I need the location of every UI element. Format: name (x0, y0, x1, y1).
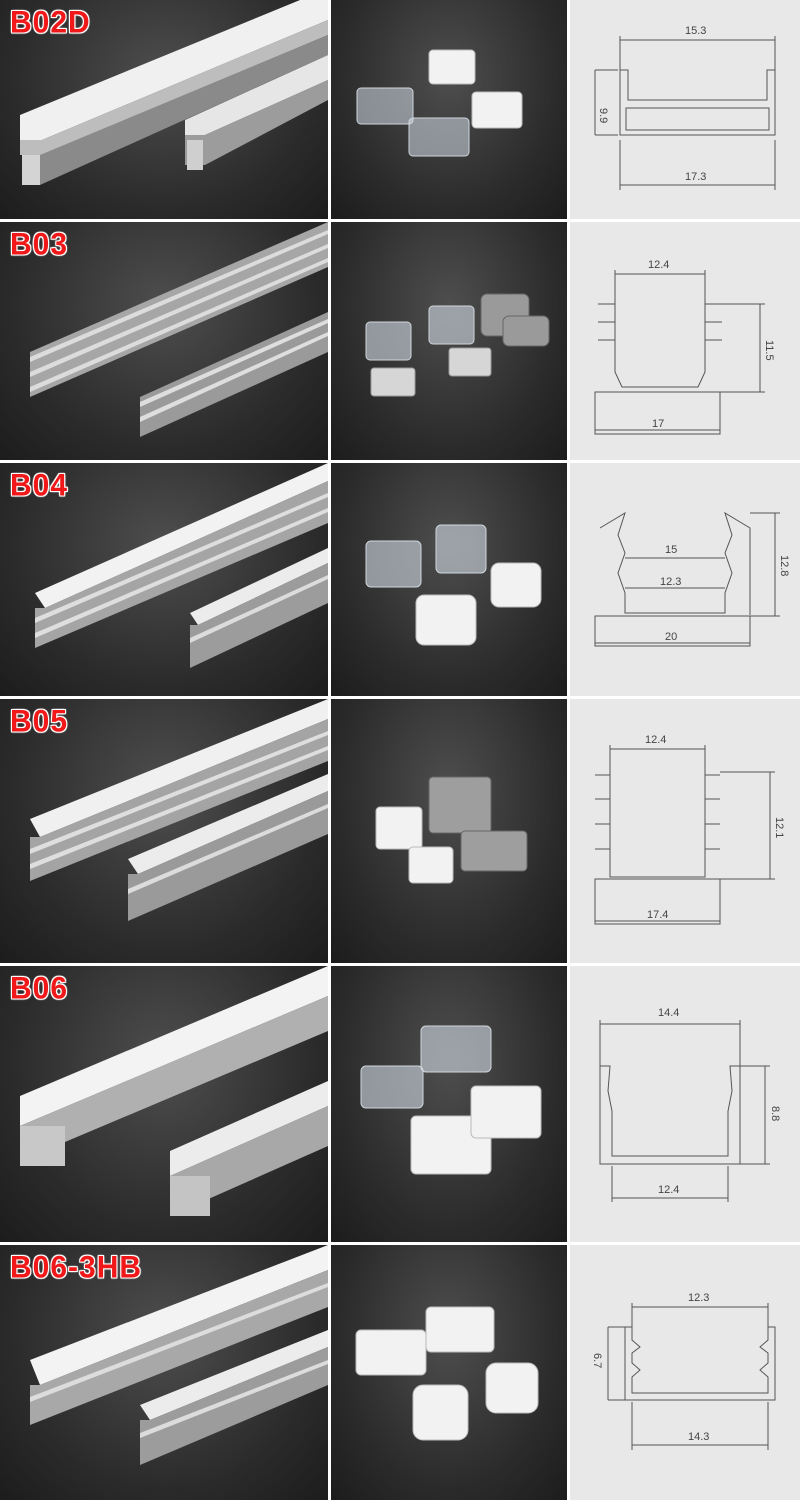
dim-height: 12.8 (778, 555, 790, 576)
cross-section-drawing: 12.4 12.1 17.4 (594, 734, 785, 925)
dim-top-width: 15 (665, 544, 677, 556)
mounting-clips-image (355, 1306, 539, 1441)
dim-outer-width: 17.3 (685, 171, 706, 183)
accessories-photo (331, 1245, 567, 1500)
accessories-photo (331, 222, 567, 460)
model-label: B04 (10, 468, 69, 503)
accessories-photo (331, 0, 567, 219)
cross-section-drawing: 12.3 6.7 14.3 (591, 1292, 776, 1450)
product-row-b02d: B02D (0, 0, 800, 219)
product-row-b03: B03 (0, 222, 800, 460)
model-label: B03 (10, 227, 69, 262)
aluminum-profile-image (20, 0, 328, 185)
cross-section-drawing: 15 12.3 12.8 20 (594, 511, 790, 647)
dim-inner-width: 12.4 (645, 734, 666, 746)
product-row-b06-3hb: B06-3HB (0, 1245, 800, 1500)
mounting-clips-image (360, 1025, 542, 1175)
profile-diagram: 15 12.3 12.8 20 (570, 463, 800, 696)
model-label: B06 (10, 971, 69, 1006)
model-label: B05 (10, 704, 69, 739)
mounting-clips-image (365, 524, 542, 646)
mounting-clips-image (356, 49, 523, 157)
profile-photo: B05 (0, 699, 328, 963)
dim-inner-width: 12.3 (688, 1292, 709, 1304)
dim-inner-width: 12.3 (660, 576, 681, 588)
dim-height: 9.9 (597, 108, 609, 123)
mounting-clips-image (365, 293, 550, 397)
dim-height: 6.7 (591, 1353, 603, 1368)
dim-height: 8.8 (769, 1106, 781, 1121)
dim-height: 11.5 (763, 340, 775, 361)
profile-diagram: 15.3 9.9 17.3 (570, 0, 800, 219)
dim-inner-width: 12.4 (648, 259, 669, 271)
profile-photo: B06-3HB (0, 1245, 328, 1500)
cross-section-drawing: 14.4 8.8 12.4 (599, 1007, 781, 1202)
cross-section-drawing: 15.3 9.9 17.3 (594, 25, 776, 190)
accessories-photo (331, 966, 567, 1242)
cross-section-drawing: 12.4 11.5 17 (594, 259, 775, 435)
aluminum-profile-image (35, 463, 328, 668)
aluminum-profile-image (20, 966, 328, 1216)
dim-outer-width: 14.3 (688, 1431, 709, 1443)
aluminum-profile-image (30, 222, 328, 437)
profile-photo: B06 (0, 966, 328, 1242)
dim-outer-width: 17.4 (647, 909, 668, 921)
dim-height: 12.1 (773, 817, 785, 838)
dim-outer-width: 17 (652, 418, 664, 430)
model-label: B06-3HB (10, 1250, 143, 1285)
profile-diagram: 12.4 11.5 17 (570, 222, 800, 460)
accessories-photo (331, 699, 567, 963)
profile-photo: B04 (0, 463, 328, 696)
dim-outer-width: 14.4 (658, 1007, 679, 1019)
product-row-b04: B04 (0, 463, 800, 696)
mounting-clips-image (375, 776, 528, 884)
product-row-b06: B06 (0, 966, 800, 1242)
aluminum-profile-image (30, 1245, 328, 1465)
dim-outer-width: 20 (665, 631, 677, 643)
profile-diagram: 12.4 12.1 17.4 (570, 699, 800, 963)
accessories-photo (331, 463, 567, 696)
dim-inner-width: 12.4 (658, 1184, 679, 1196)
dim-inner-width: 15.3 (685, 25, 706, 37)
profile-photo: B02D (0, 0, 328, 219)
profile-photo: B03 (0, 222, 328, 460)
profile-diagram: 14.4 8.8 12.4 (570, 966, 800, 1242)
product-row-b05: B05 (0, 699, 800, 963)
model-label: B02D (10, 5, 91, 40)
profile-diagram: 12.3 6.7 14.3 (570, 1245, 800, 1500)
aluminum-profile-image (30, 699, 328, 921)
